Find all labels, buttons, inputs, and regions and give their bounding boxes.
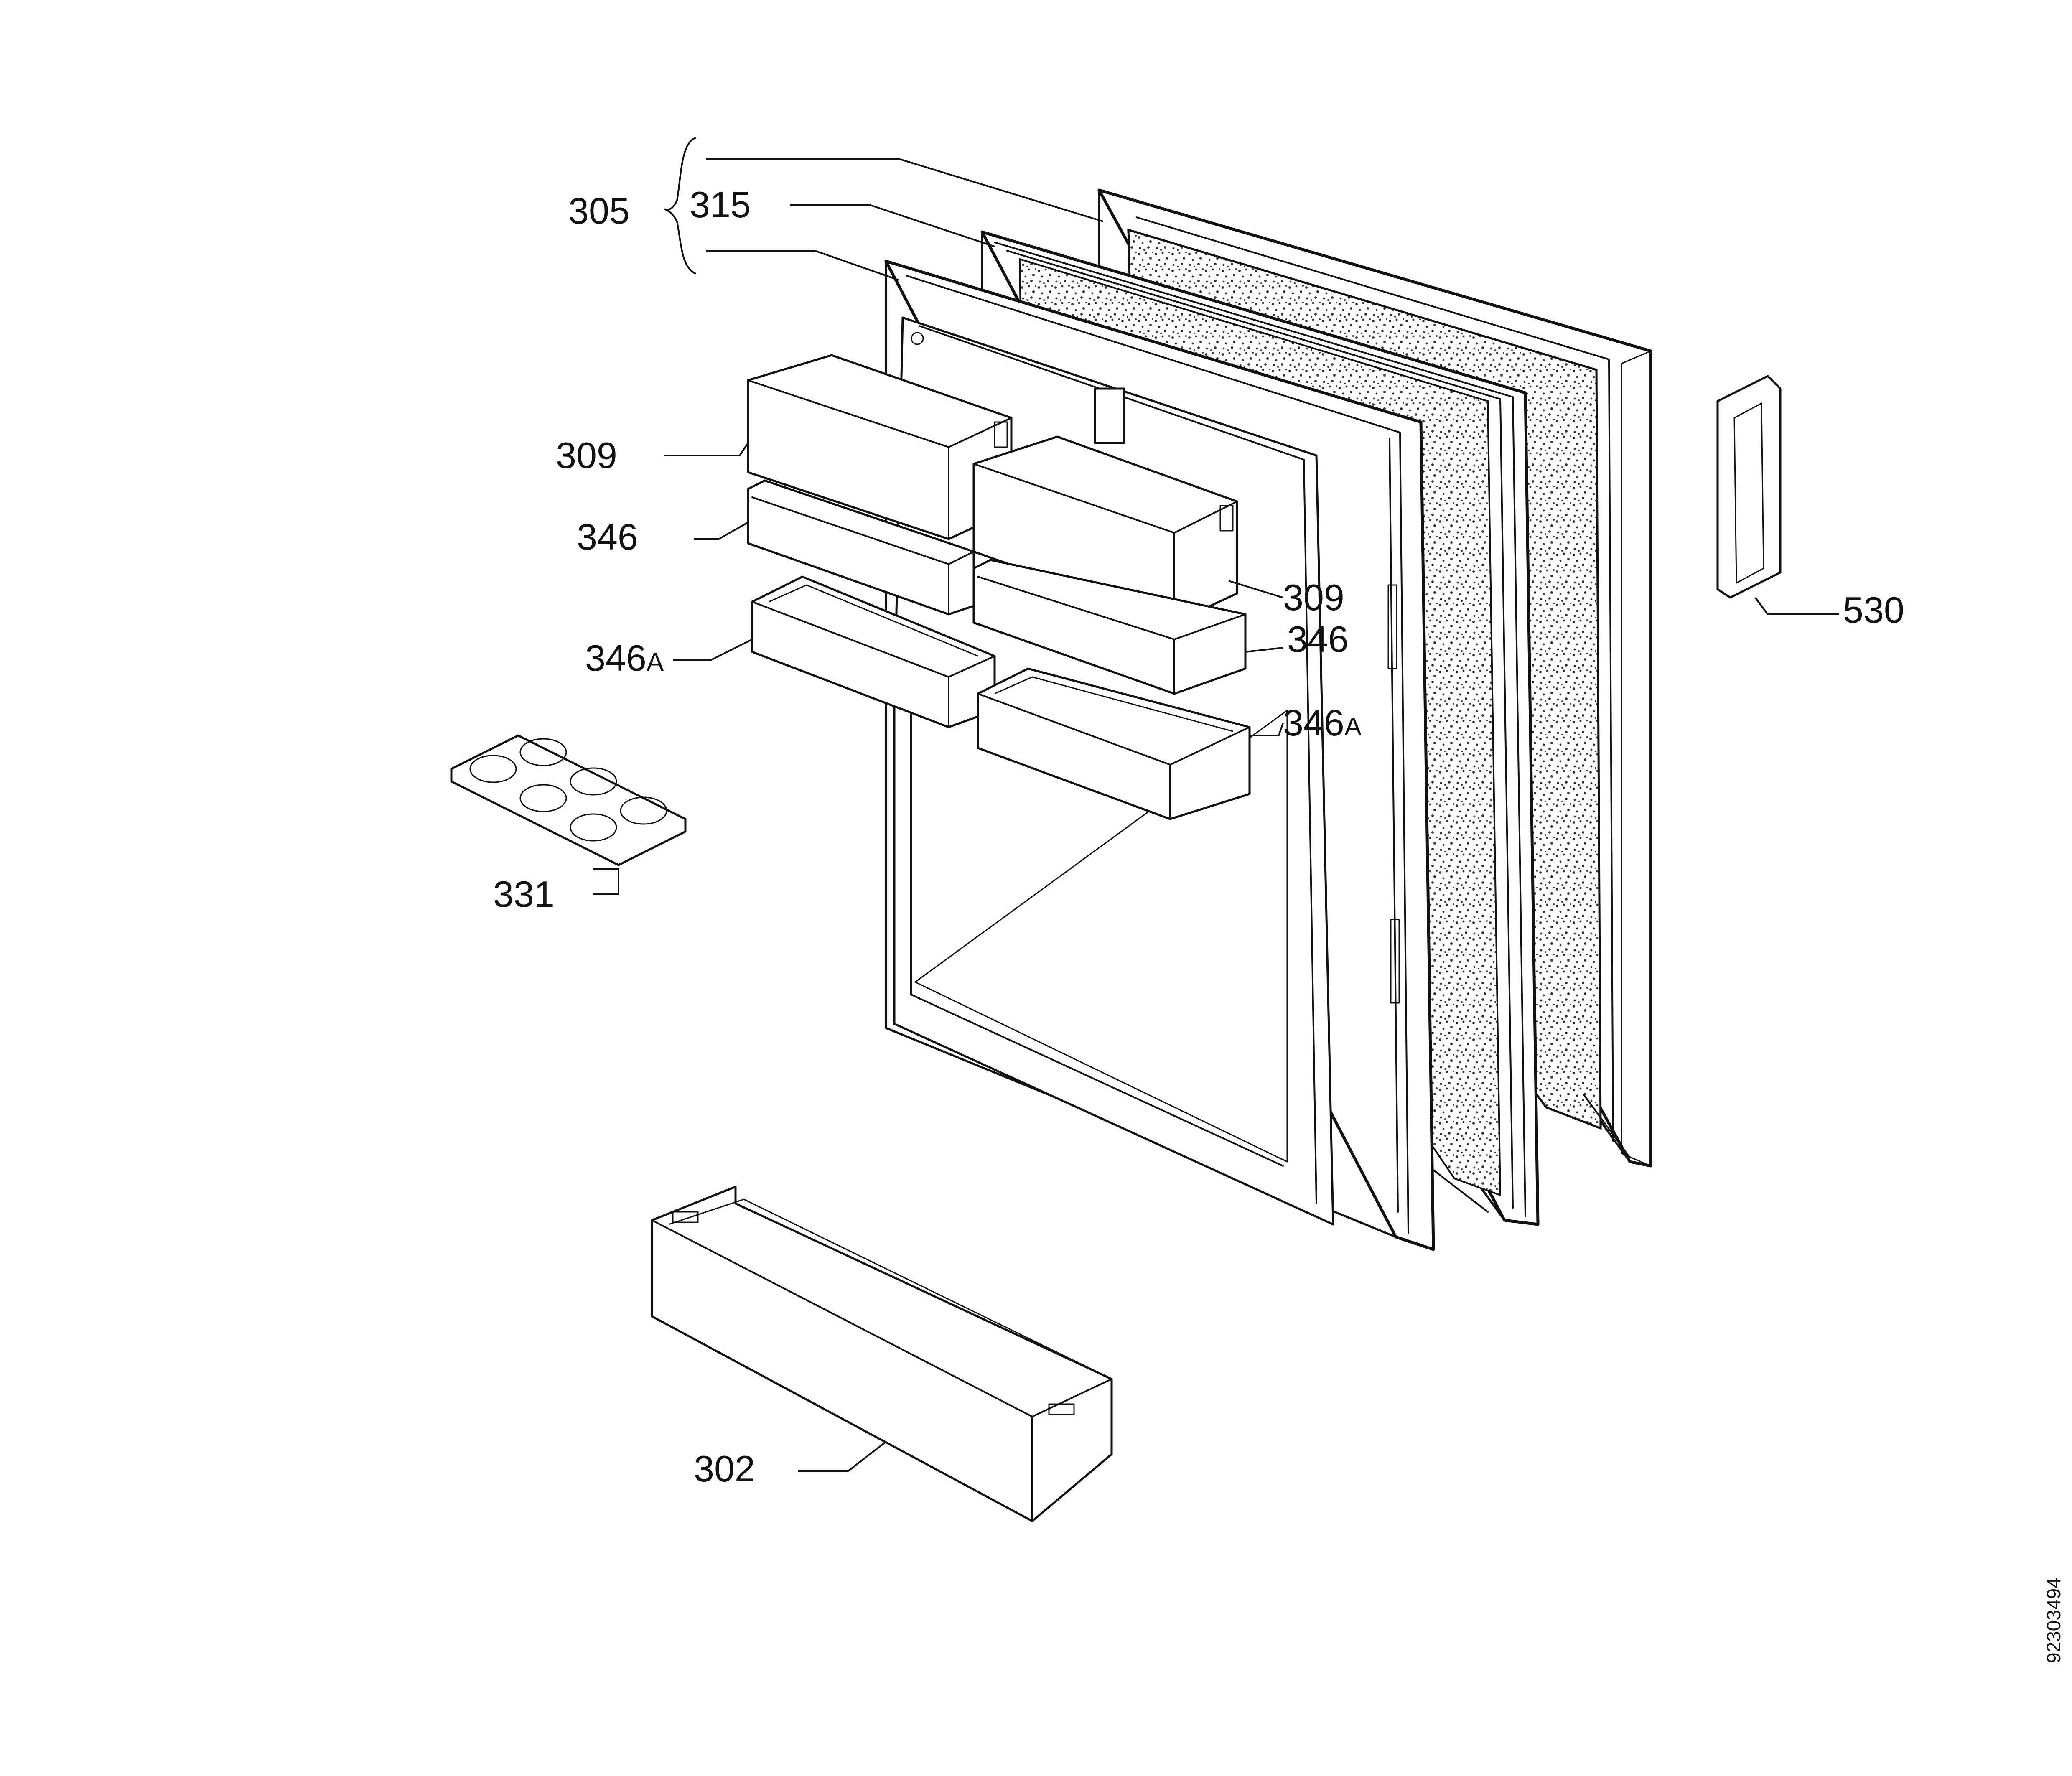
callout-346-right: 346 <box>1287 618 1349 660</box>
leader-lines <box>593 137 1839 1472</box>
egg-tray <box>450 734 687 866</box>
callout-346a-left: 346A <box>585 637 664 679</box>
callout-309-right: 309 <box>1283 577 1344 618</box>
door-bin-right <box>977 667 1251 820</box>
door-handle <box>1716 375 1782 599</box>
callout-305: 305 <box>568 190 630 232</box>
callout-302: 302 <box>694 1448 755 1489</box>
callout-331: 331 <box>493 873 555 915</box>
callout-labels: 305 315 309 346 346A 331 309 346 346A 53… <box>493 184 1904 1489</box>
document-number: 92303494 <box>2043 1578 2064 1663</box>
callout-309-left: 309 <box>556 435 617 476</box>
bottle-shelf <box>651 1186 1113 1522</box>
callout-346a-right: 346A <box>1283 702 1362 743</box>
tray-right <box>972 559 1247 695</box>
callout-315: 315 <box>690 184 751 225</box>
callout-530: 530 <box>1843 589 1904 631</box>
callout-346-left: 346 <box>577 516 638 557</box>
